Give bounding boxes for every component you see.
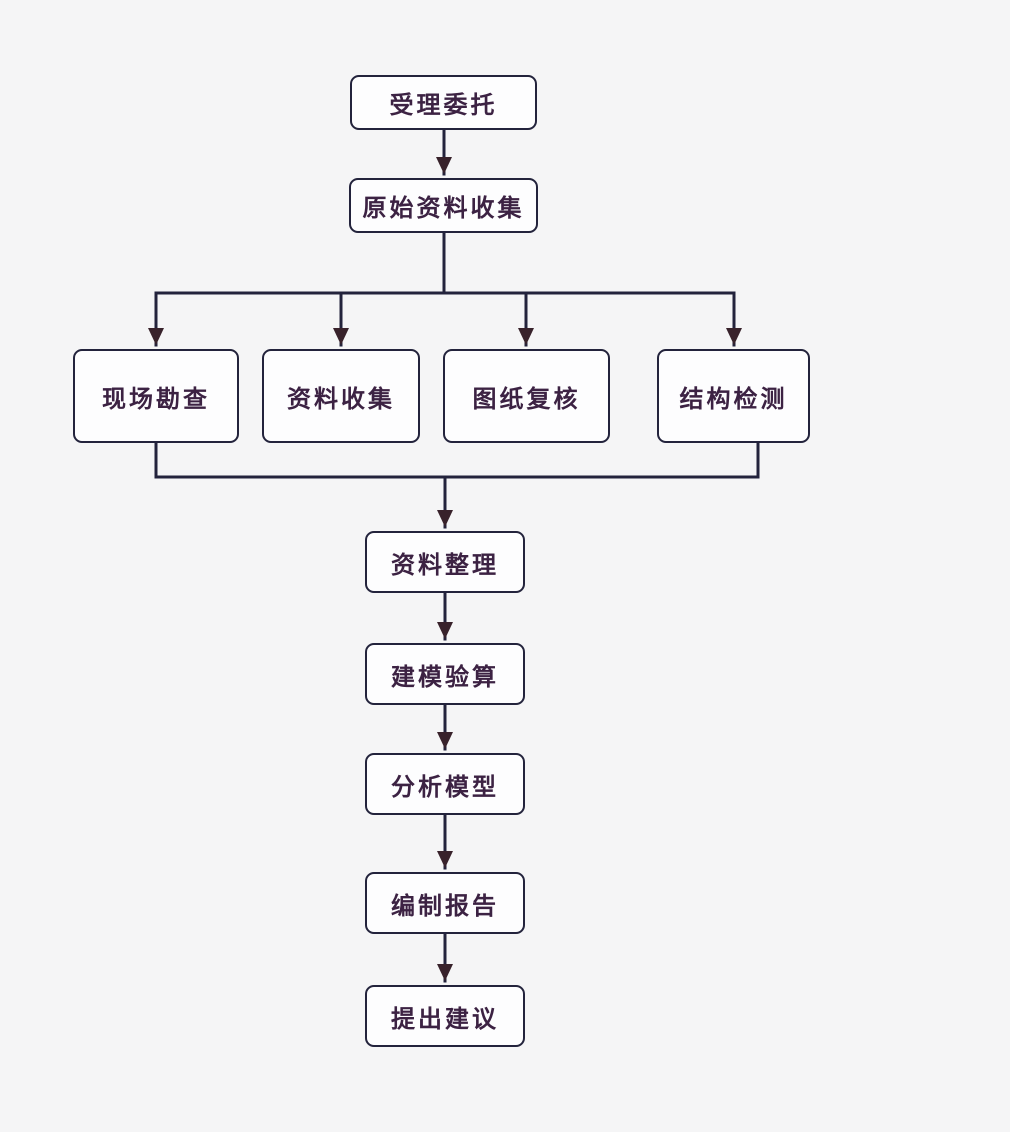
node-modeling-verification: 建模验算 xyxy=(365,643,525,705)
node-structure-inspection: 结构检测 xyxy=(657,349,810,443)
node-site-survey: 现场勘查 xyxy=(73,349,239,443)
node-drawing-review: 图纸复核 xyxy=(443,349,610,443)
node-model-analysis: 分析模型 xyxy=(365,753,525,815)
node-original-data-collection: 原始资料收集 xyxy=(349,178,538,233)
edge-merge-bar xyxy=(154,441,760,479)
node-propose-suggestions: 提出建议 xyxy=(365,985,525,1047)
node-report-compilation: 编制报告 xyxy=(365,872,525,934)
node-data-organization: 资料整理 xyxy=(365,531,525,593)
node-data-collection: 资料收集 xyxy=(262,349,420,443)
node-accept-commission: 受理委托 xyxy=(350,75,537,130)
